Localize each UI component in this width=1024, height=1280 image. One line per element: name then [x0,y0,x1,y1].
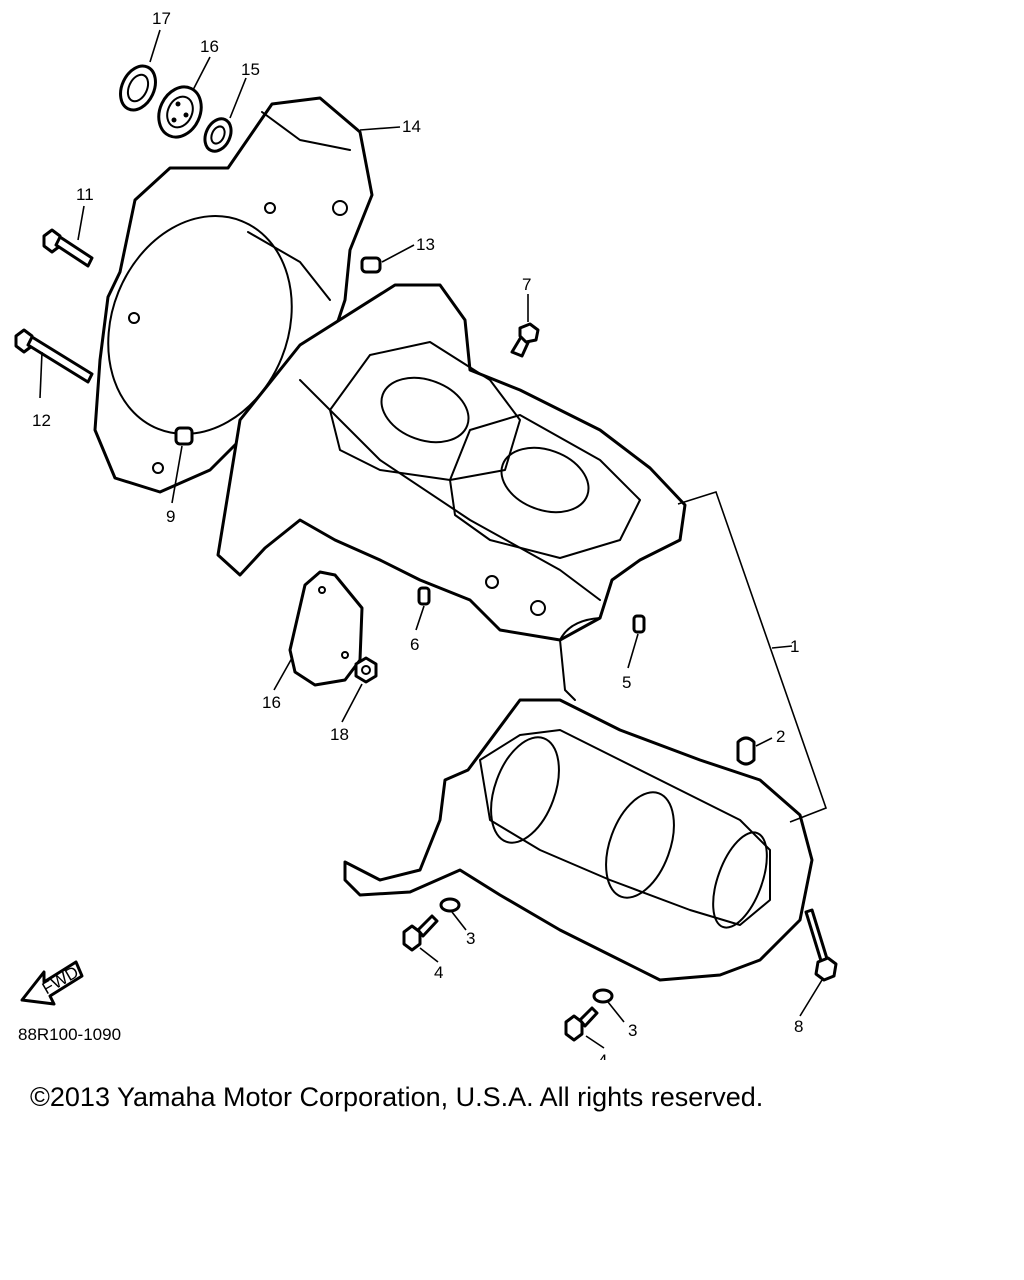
callout-11: 14 [402,117,421,136]
part-3-washer-lower[interactable] [592,988,614,1004]
fwd-label: FWD [39,962,82,998]
part-18-nut[interactable] [354,656,378,684]
callout-labels: 17 16 15 14 11 13 7 12 9 1 6 5 16 18 2 3… [32,9,803,1060]
part-7-bolt[interactable] [510,322,540,358]
callout-2: 2 [776,727,785,746]
callout-6: 6 [410,635,419,654]
part-1-crankcase-lower[interactable] [343,639,814,982]
callout-3-lower: 3 [628,1021,637,1040]
callout-17: 16 [262,693,281,712]
part-10-dowel-pin[interactable] [360,256,382,274]
callout-9: 9 [166,507,175,526]
part-16-bolt[interactable] [14,328,94,384]
callout-5: 5 [622,673,631,692]
part-8-bolt[interactable] [804,908,838,982]
callout-12: 15 [241,60,260,79]
part-4-bolt-lower[interactable] [564,1006,599,1042]
part-9-dowel-pin[interactable] [174,426,194,446]
part-13-bearing[interactable] [151,80,209,144]
exploded-parts-diagram: 17 16 15 14 11 13 7 12 9 1 6 5 16 18 2 3… [14,9,838,1060]
callout-4-lower: 4 [598,1051,607,1060]
callout-13: 16 [200,37,219,56]
part-14-oil-seal[interactable] [114,60,162,115]
callout-7: 7 [522,275,531,294]
callout-8: 8 [794,1017,803,1036]
callout-4-upper: 4 [434,963,443,982]
copyright-notice: ©2013 Yamaha Motor Corporation, U.S.A. A… [30,1082,764,1112]
fwd-arrow-icon: FWD [20,960,84,1006]
callout-14: 17 [152,9,171,28]
callout-1: 1 [790,637,799,656]
part-5-dowel[interactable] [632,614,646,634]
callout-10: 13 [416,235,435,254]
part-3-washer-upper[interactable] [439,897,461,913]
part-15-bolt[interactable] [42,228,94,268]
part-2-dowel-pin[interactable] [736,736,756,766]
part-12-collar[interactable] [200,115,236,156]
callout-16: 12 [32,411,51,430]
part-4-bolt-upper[interactable] [402,914,439,952]
callout-18: 18 [330,725,349,744]
drawing-code: 88R100-1090 [18,1025,121,1044]
part-6-dowel[interactable] [417,586,431,606]
callout-15: 11 [76,185,94,204]
leader-lines [39,29,828,1049]
callout-3-upper: 3 [466,929,475,948]
part-11-crankcase-cover[interactable] [76,96,374,494]
part-17-cover-plate[interactable] [288,570,364,687]
part-1-crankcase-upper[interactable] [216,283,687,642]
